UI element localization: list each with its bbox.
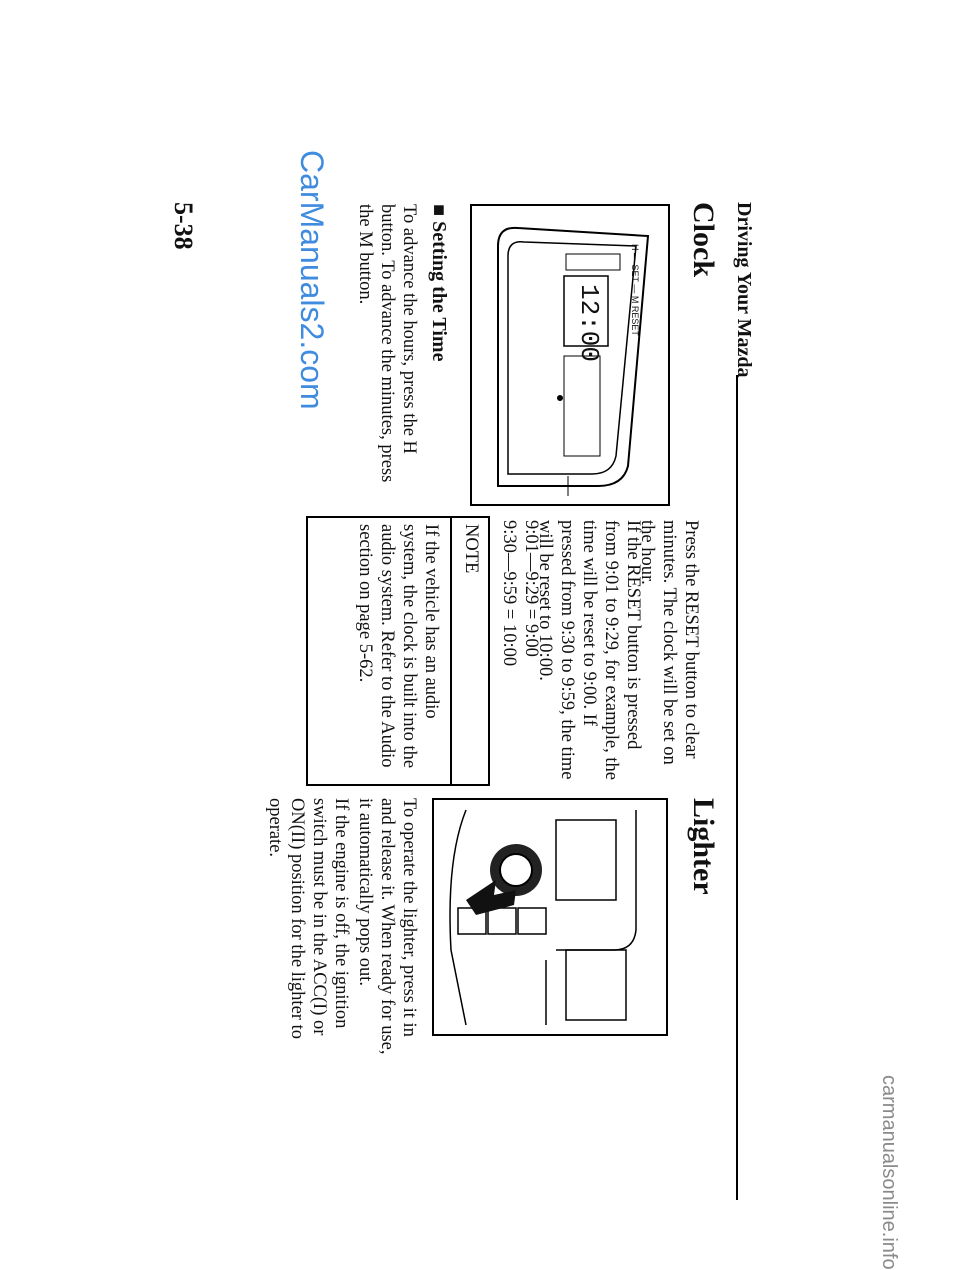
header-rule [736,375,738,1200]
example-line-2: 9:30—9:59 = 10:00 [499,520,519,667]
example-paragraph: If the RESET button is pressed from 9:01… [535,520,643,780]
footer-watermark: carmanualsonline.info [878,1075,900,1270]
reset-paragraph: Press the RESET button to clear minutes.… [637,520,701,765]
lighter-paragraph-1: To operate the lighter, press it in and … [355,798,419,1055]
bullet-square-icon: ■ [428,204,450,217]
section-title: Driving Your Mazda [733,202,755,378]
note-text: If the vehicle has an audio system, the … [355,524,441,769]
note-rule [450,518,452,784]
clock-panel-illustration [497,226,650,496]
clock-buttons-label: H — SET — M RESET [630,244,640,336]
lighter-heading: Lighter [687,798,720,895]
example-line-1: 9:01—9:29 = 9:00 [521,520,541,657]
note-label: NOTE [461,524,481,574]
setting-time-heading: ■ Setting the Time [428,204,450,362]
lighter-illustration [449,809,637,1026]
page-number: 5-38 [169,202,198,250]
clock-heading: Clock [687,202,720,277]
clock-display: 12:00 [574,284,604,363]
lighter-paragraph-2: If the engine is off, the ignition switc… [265,798,351,1039]
clock-figure: H — SET — M RESET 12:00 [470,204,670,506]
rotated-manual-page: Driving Your Mazda Clock H — SET — M RES… [169,150,900,1270]
note-box: NOTE If the vehicle has an audio system,… [306,516,490,786]
watermark-carmanuals2: CarManuals2.com [294,150,330,410]
lighter-figure [432,798,668,1036]
setting-time-text: To advance the hours, press the H button… [355,204,419,483]
